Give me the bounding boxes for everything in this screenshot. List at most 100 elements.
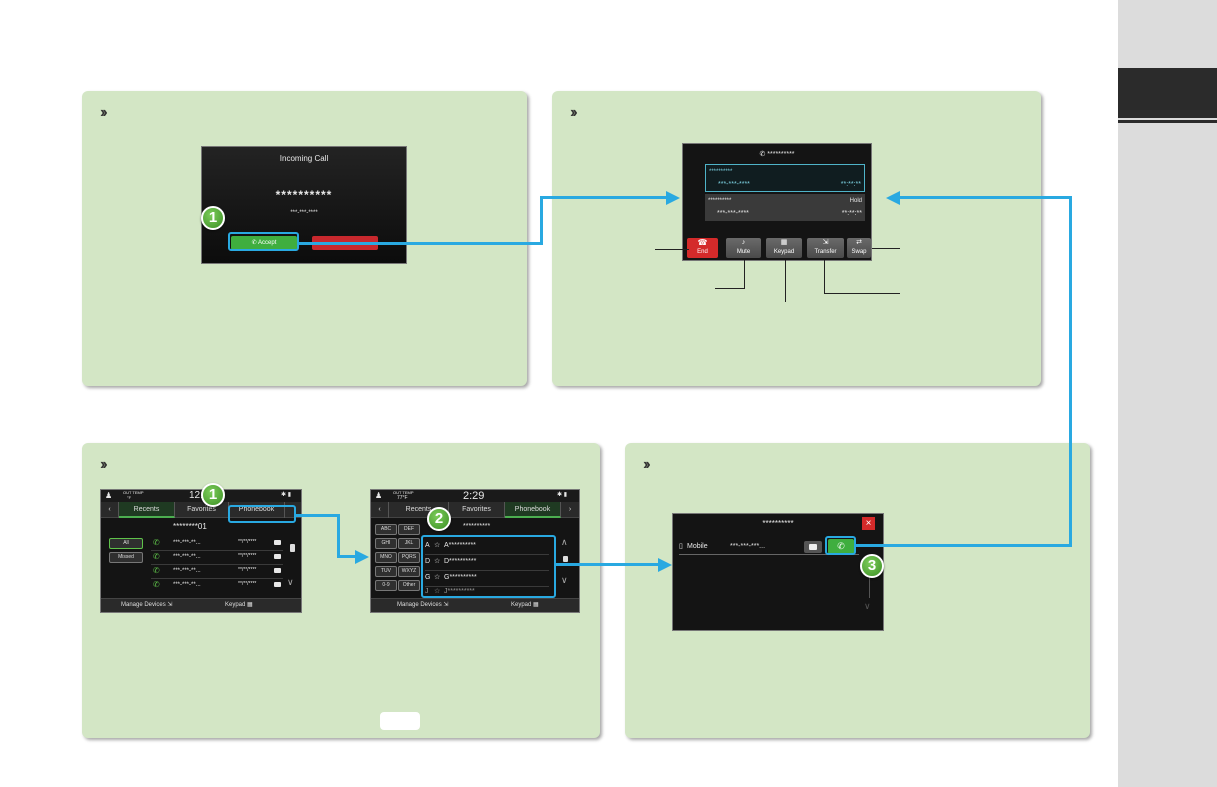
connector-call-h1 xyxy=(856,544,1072,547)
hangup-icon: ☎ xyxy=(697,238,708,247)
forward-arrow-icon[interactable]: › xyxy=(568,506,572,513)
accept-button[interactable]: ✆ Accept xyxy=(231,236,297,250)
key-jkl[interactable]: JKL xyxy=(398,538,420,549)
message-button[interactable] xyxy=(804,541,822,553)
key-ghi[interactable]: GHI xyxy=(375,538,397,549)
keypad-label: Keypad xyxy=(773,249,795,255)
manage-devices-button[interactable]: Manage Devices ⇲ xyxy=(397,602,449,608)
back-arrow-icon[interactable]: ‹ xyxy=(101,502,119,518)
tab-phonebook[interactable]: Phonebook xyxy=(229,502,285,518)
phonebook-screen: ♟ OUT TEMP 77°F 2:29 ✱ ▮ ‹ Recents Favor… xyxy=(370,489,580,613)
filter-all-button[interactable]: All xyxy=(109,538,143,549)
panel-contact: ›› ********** × ▯ Mobile ***-***-***... … xyxy=(625,443,1090,738)
phone-icon: ✆ xyxy=(759,151,768,158)
favorite-star-icon: ☆ xyxy=(434,574,441,581)
contact-letter: D xyxy=(425,558,431,565)
key-wxyz[interactable]: WXYZ xyxy=(398,566,420,577)
status-bar: ♟ OUT TEMP 77°F 2:29 ✱ ▮ xyxy=(371,490,579,502)
phone-icon: ✆ xyxy=(837,541,845,551)
scroll-down-icon[interactable]: ∨ xyxy=(287,577,294,587)
details-icon[interactable] xyxy=(274,582,281,587)
contact-name: J********** xyxy=(444,588,475,595)
transfer-button[interactable]: ⇲ Transfer xyxy=(807,238,844,258)
chevron-right-icon: ›› xyxy=(100,456,107,473)
keypad-button[interactable]: ▦ Keypad xyxy=(766,238,802,258)
contact-list-highlight xyxy=(421,535,556,598)
side-index-bar xyxy=(1118,0,1217,787)
manage-devices-button[interactable]: Manage Devices ⇲ xyxy=(121,602,173,608)
transfer-icon: ⇲ xyxy=(822,239,829,246)
key-other[interactable]: Other xyxy=(398,580,420,591)
contact-name: A********** xyxy=(444,542,476,549)
tab-favorites[interactable]: Favorites xyxy=(449,502,505,518)
outgoing-call-icon: ✆ xyxy=(153,566,160,575)
tab-recents[interactable]: Recents xyxy=(119,502,175,518)
chevron-right-icon: ›› xyxy=(570,104,577,121)
contact-row[interactable]: D ☆ D********** xyxy=(425,556,549,568)
scroll-track[interactable] xyxy=(869,558,870,598)
key-tuv[interactable]: TUV xyxy=(375,566,397,577)
end-button[interactable]: ☎ End xyxy=(687,238,718,258)
contact-row[interactable]: G ☆ G********** xyxy=(425,572,549,584)
outgoing-call-icon: ✆ xyxy=(153,580,160,589)
caller-name: ********** xyxy=(275,188,333,202)
scrollbar[interactable] xyxy=(290,544,295,552)
filter-missed-button[interactable]: Missed xyxy=(109,552,143,563)
tab-phonebook[interactable]: Phonebook xyxy=(505,502,561,518)
profile-icon: ♟ xyxy=(105,491,113,500)
contact-name: G********** xyxy=(444,574,477,581)
scrollbar[interactable] xyxy=(563,556,568,562)
tab-favorites[interactable]: Favorites xyxy=(175,502,229,518)
contact-letter: A xyxy=(425,542,430,549)
end-label: End xyxy=(697,249,708,255)
out-temp-value: 77°F xyxy=(397,495,408,501)
callout-mute-v xyxy=(744,260,745,288)
row-date: **/**/**** xyxy=(238,581,257,587)
panel-in-call: ›› ✆ ********** ********** ***-***-**** … xyxy=(552,91,1041,386)
keypad-button[interactable]: Keypad ▦ xyxy=(511,602,539,608)
contact-name: D********** xyxy=(444,558,477,565)
tab-bar: ‹ Recents Favorites Phonebook › xyxy=(371,502,579,518)
swap-button[interactable]: ⇄ Swap xyxy=(847,238,871,258)
back-arrow-icon[interactable]: ‹ xyxy=(371,502,389,518)
details-icon[interactable] xyxy=(274,554,281,559)
key-def[interactable]: DEF xyxy=(398,524,420,535)
clock: 12: xyxy=(189,490,203,501)
row-number: ***-***-**... xyxy=(173,554,201,560)
held-call-card[interactable]: ********** Hold ***-***-**** **:**:** xyxy=(705,194,865,221)
clock: 2:29 xyxy=(463,490,485,502)
keypad-button[interactable]: Keypad ▦ xyxy=(225,602,253,608)
header-number: ********01 xyxy=(173,522,207,531)
mute-button[interactable]: ♪ Mute xyxy=(726,238,761,258)
row-divider xyxy=(425,554,549,555)
call-button[interactable]: ✆ xyxy=(828,539,854,554)
contact-row[interactable]: A ☆ A********** xyxy=(425,540,549,552)
callout-transfer-v xyxy=(824,260,825,293)
arrow-head-icon xyxy=(886,191,900,205)
phonebook-tab-highlight xyxy=(228,505,296,523)
outgoing-call-icon: ✆ xyxy=(153,538,160,547)
key-abc[interactable]: ABC xyxy=(375,524,397,535)
details-icon[interactable] xyxy=(274,568,281,573)
tab-recents[interactable]: Recents xyxy=(389,502,449,518)
callout-transfer-h xyxy=(824,293,900,294)
side-index-tab-active xyxy=(1118,68,1217,118)
keypad-icon: ▦ xyxy=(247,602,253,608)
key-0-9[interactable]: 0-9 xyxy=(375,580,397,591)
key-mno[interactable]: MNO xyxy=(375,552,397,563)
close-button[interactable]: × xyxy=(862,517,875,530)
connector-phonebook-h1 xyxy=(296,514,340,517)
scroll-up-icon[interactable]: ∧ xyxy=(561,537,568,547)
contact-row[interactable]: J ☆ J********** xyxy=(425,587,549,597)
phone-row[interactable]: ▯ Mobile ***-***-***... xyxy=(679,539,859,555)
swap-icon: ⇄ xyxy=(856,239,862,246)
active-call-card[interactable]: ********** ***-***-**** **:**:** xyxy=(705,164,865,192)
scroll-down-icon[interactable]: ∨ xyxy=(561,575,568,585)
details-icon[interactable] xyxy=(274,540,281,545)
callout-swap xyxy=(872,248,900,249)
phone-type: Mobile xyxy=(687,543,708,550)
bottom-bar: Manage Devices ⇲ Keypad ▦ xyxy=(371,598,579,612)
mobile-device-icon: ▯ xyxy=(679,543,683,550)
key-pqrs[interactable]: PQRS xyxy=(398,552,420,563)
scroll-down-icon[interactable]: ∨ xyxy=(864,601,871,611)
